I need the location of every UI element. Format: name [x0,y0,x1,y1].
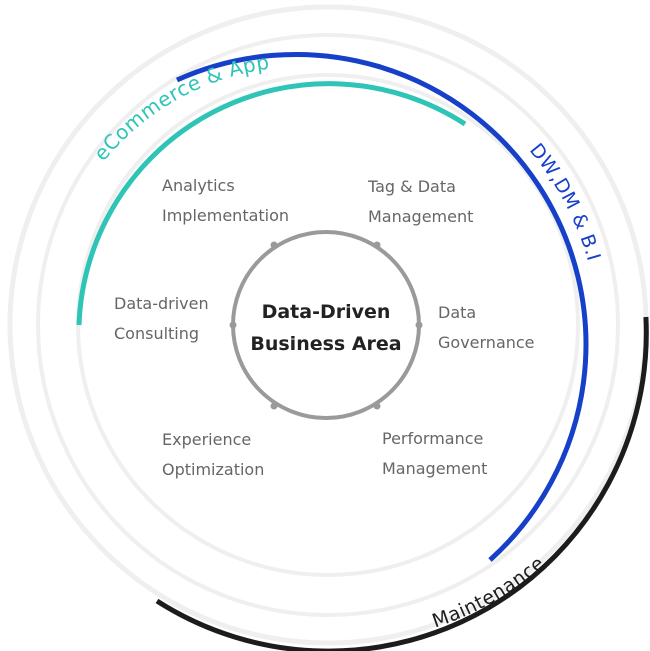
center-title-line2: Business Area [250,333,401,355]
area-performance-management: Performance Management [382,429,487,478]
ecommerce-label: eCommerce & App [89,50,271,166]
area-label-line1: Tag & Data [367,177,456,196]
area-analytics-implementation: Analytics Implementation [162,176,289,225]
center-dot-top-left [270,241,278,249]
inner-faint-ring [76,73,580,577]
area-label-line1: Data [438,303,476,322]
ecommerce-arc [76,81,467,326]
dw-dm-bi-arc [175,52,589,562]
center-dot-bottom-right [373,402,381,410]
center-circle [231,230,421,420]
area-label-line2: Management [368,207,473,226]
area-experience-optimization: Experience Optimization [162,430,264,479]
center-dot-bottom-left [270,402,278,410]
area-label-line2: Management [382,459,487,478]
area-label-line2: Consulting [114,324,199,343]
area-label-line2: Implementation [162,206,289,225]
area-label-line1: Performance [382,429,483,448]
center-dot-left [229,321,237,329]
area-tag-data-management: Tag & Data Management [367,177,473,226]
area-label-line1: Data-driven [114,294,209,313]
area-label-line2: Governance [438,333,535,352]
ecommerce-label-text: eCommerce & App [89,50,271,166]
area-label-line2: Optimization [162,460,264,479]
center-dot-top-right [373,241,381,249]
middle-faint-ring [36,33,620,617]
area-data-governance: Data Governance [438,303,535,352]
maintenance-arc [155,316,649,651]
center-title-line1: Data-Driven [262,301,391,323]
area-data-driven-consulting: Data-driven Consulting [114,294,209,343]
area-label-line1: Analytics [162,176,235,195]
area-label-line1: Experience [162,430,251,449]
center-dot-right [415,321,423,329]
